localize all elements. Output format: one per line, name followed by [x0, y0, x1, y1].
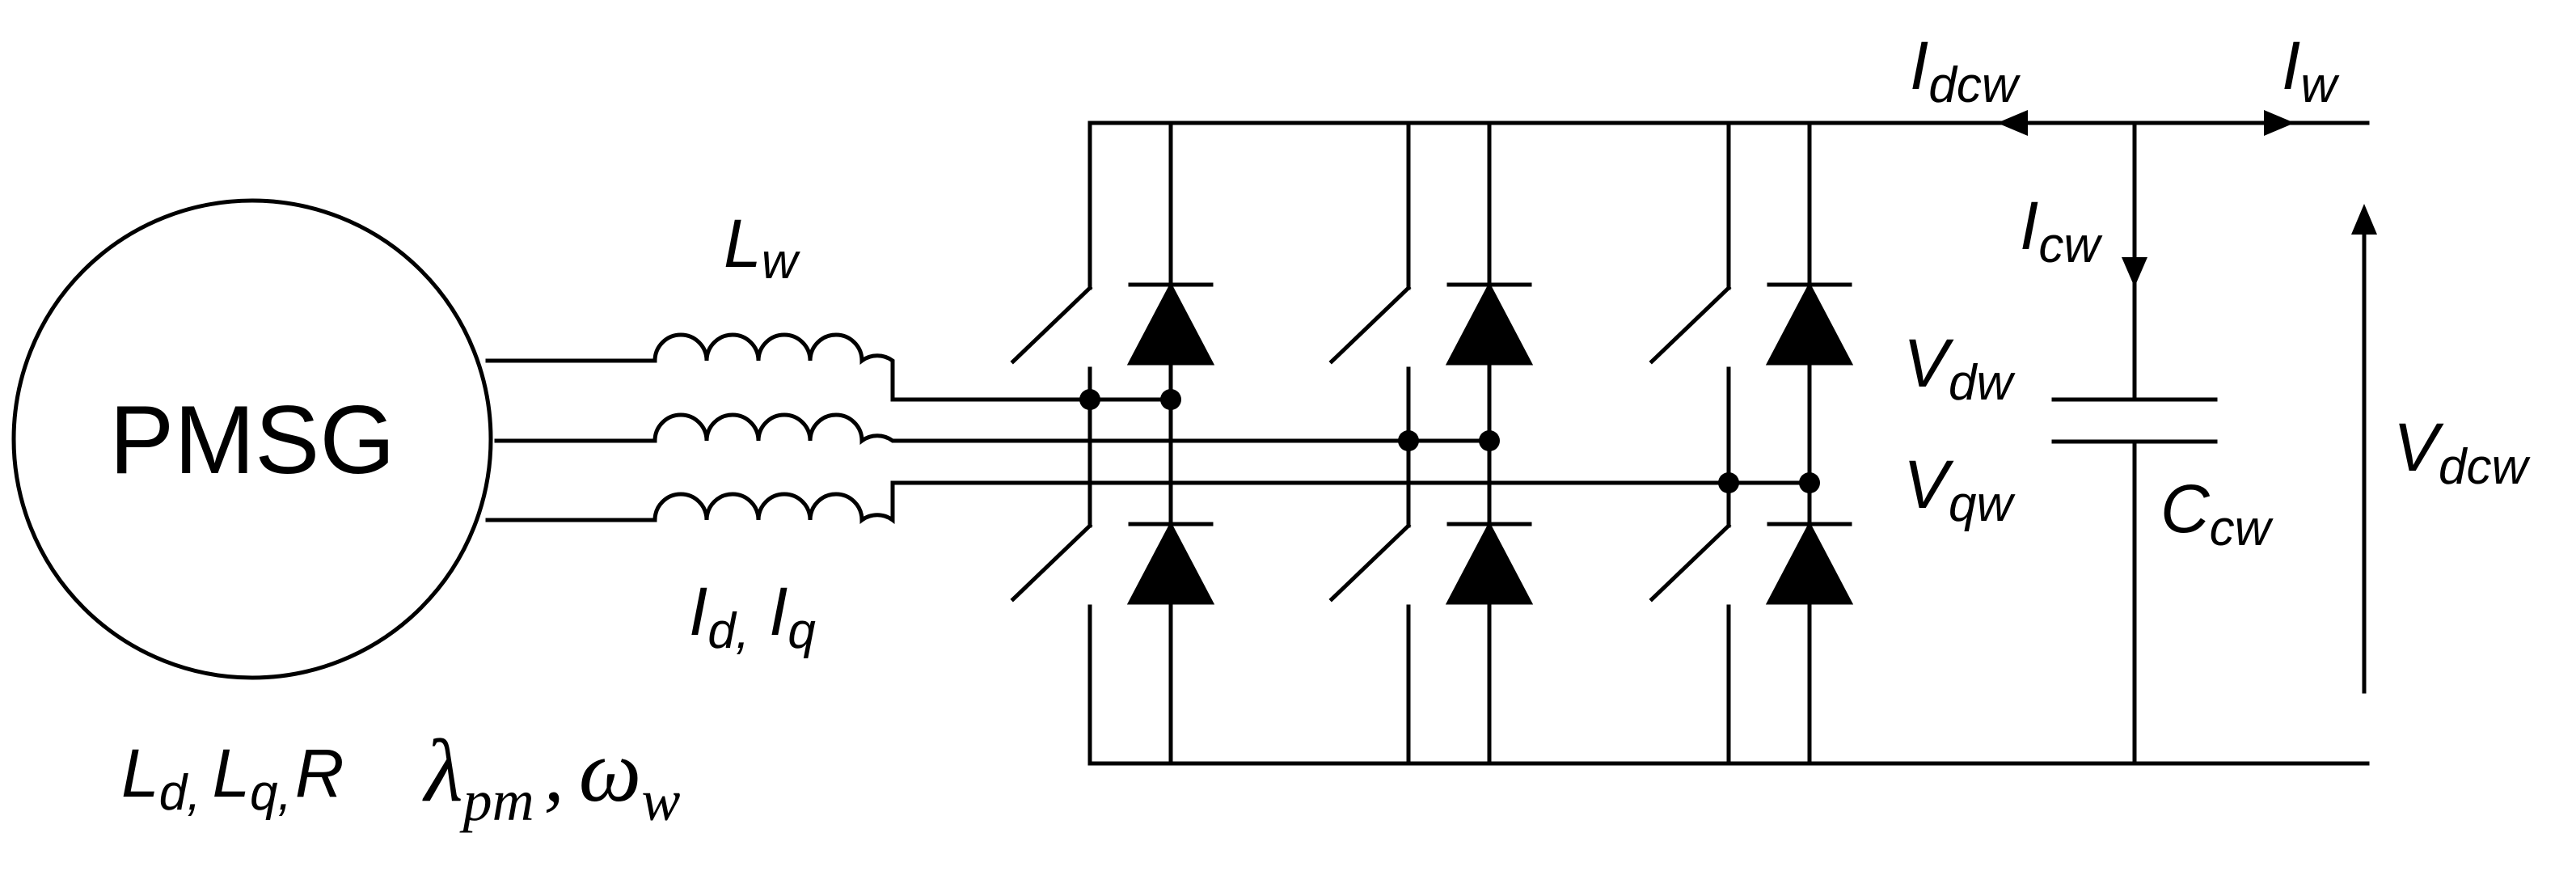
iw-arrow-icon — [2264, 110, 2295, 136]
switch-upper-2-blade — [1328, 285, 1412, 365]
phase-c-line — [485, 480, 1812, 524]
switch-lower-1-blade — [1010, 522, 1093, 603]
diode-lower-3 — [1765, 521, 1854, 605]
inductor-label: Lw — [724, 205, 801, 290]
phase-b-line — [494, 412, 1492, 445]
diode-upper-2 — [1445, 281, 1534, 366]
diode-lower-2 — [1445, 521, 1534, 605]
junction-dot — [1479, 430, 1500, 451]
switch-upper-3-blade — [1649, 285, 1732, 365]
inverter-leg-1 — [1010, 121, 1215, 766]
generator-label: PMSG — [109, 386, 395, 494]
icw-label: Icw — [2020, 188, 2103, 273]
junction-dot — [1398, 430, 1419, 451]
idcw-arrow-icon — [1997, 110, 2028, 136]
junction-dot — [1079, 389, 1100, 410]
phase-lines — [485, 332, 1812, 524]
vdcw-arrow-icon — [2351, 204, 2377, 235]
ccw-label: Ccw — [2160, 471, 2274, 556]
diode-upper-3 — [1765, 281, 1854, 366]
flux-speed-label: λpm,ωw — [422, 721, 680, 833]
idcw-label: Idcw — [1910, 27, 2021, 113]
machine-params-label: Ld,Lq,R — [121, 735, 344, 821]
generator-circle — [11, 198, 493, 680]
vqw-label: Vqw — [1903, 446, 2016, 532]
junction-dot — [1160, 389, 1181, 410]
switch-lower-3-blade — [1649, 522, 1732, 603]
iw-label: Iw — [2282, 27, 2340, 113]
pmsg-generator: PMSG — [11, 198, 493, 680]
junction-dot — [1718, 472, 1739, 493]
current-dq-label: Id,Iq — [689, 573, 816, 659]
junction-dot — [1799, 472, 1820, 493]
inverter-leg-2 — [1328, 121, 1534, 766]
diode-lower-1 — [1126, 521, 1215, 605]
vdw-label: Vdw — [1903, 325, 2016, 411]
switch-lower-2-blade — [1328, 522, 1412, 603]
inverter-leg-3 — [1649, 121, 1854, 766]
diode-upper-1 — [1126, 281, 1215, 366]
switch-upper-1-blade — [1010, 285, 1093, 365]
phase-a-line — [485, 332, 1173, 402]
icw-arrow-icon — [2122, 257, 2147, 287]
vdcw-label: Vdcw — [2393, 409, 2532, 495]
